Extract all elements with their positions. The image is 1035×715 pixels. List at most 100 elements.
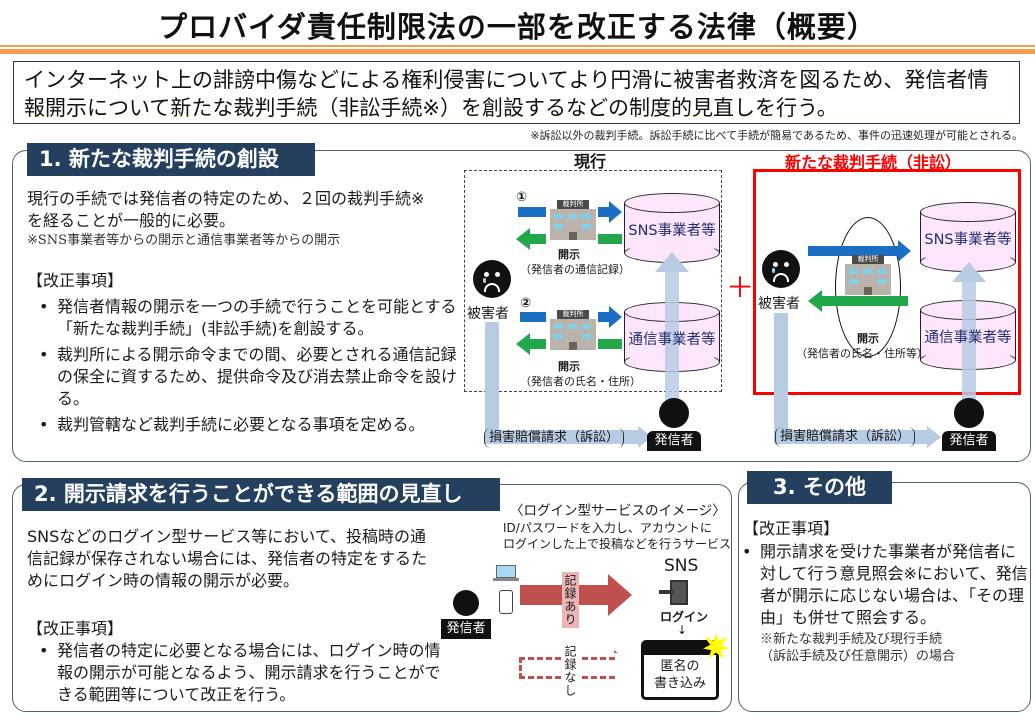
section-1-bullets: 発信者情報の開示を一つの手続で行うことを可能とする「新たな裁判手続」(非訟手続)… — [27, 296, 457, 436]
section-2-heading: 2. 開示請求を行うことができる範囲の見直し — [22, 478, 500, 511]
claim-flow-horizontal — [774, 430, 929, 444]
section-1-bullet: 発信者情報の開示を一つの手続で行うことを可能とする「新たな裁判手続」(非訟手続)… — [27, 296, 457, 340]
court-oval — [835, 217, 901, 357]
poster-label: 発信者 — [647, 431, 701, 451]
anonymous-post-line-1: 匿名の — [660, 659, 700, 674]
court-sign: 裁判所 — [852, 255, 884, 264]
cylinder-top — [624, 193, 720, 213]
disclosure-detail-new: （発信者の氏名・住所等） — [796, 347, 928, 360]
court-window — [877, 279, 886, 284]
disclosure-label-2: 開示 — [558, 360, 580, 373]
title-rule-thick — [0, 49, 1035, 54]
section-3-bullet: 開示請求を受けた事業者が発信者に対して行う意見照会※において、発信者が開示に応じ… — [730, 541, 1030, 629]
court-window — [554, 334, 563, 339]
victim-label: 被害者 — [467, 306, 509, 322]
request-arrow-2-head-bar — [598, 312, 610, 322]
sns-provider-label: SNS事業者等 — [924, 232, 1012, 248]
new-procedure-label: 新たな裁判手続（非訟） — [785, 153, 962, 172]
section-3-note-line-2: （訴訟手続及び任意開示）の場合 — [760, 649, 956, 664]
identification-flow-arrow — [952, 262, 986, 282]
section-2-lead: SNSなどのログイン型サービス等において、投稿時の通信記録が保存されない場合には… — [27, 527, 428, 590]
request-arrow-1-head-bar — [598, 207, 610, 217]
cylinder-top — [920, 202, 1016, 222]
court-door — [569, 232, 577, 240]
eye — [784, 262, 789, 267]
login-service-desc: ID/パスワードを入力し、アカウントに ログインした上で投稿などを行うサービス — [503, 520, 731, 552]
intro-line-2: 報開示について新たな裁判手続（非訟手続※）を創設するなどの制度的見直しを行う。 — [24, 96, 838, 120]
disclosure-arrow-2-head — [516, 333, 530, 355]
step-2-marker: ② — [520, 296, 532, 311]
anonymous-post-line-2: 書き込み — [653, 676, 706, 691]
section-1-lead-note: ※SNS事業者等からの開示と通信事業者等からの開示 — [27, 233, 341, 248]
disclosure-arrow-new-head — [808, 290, 822, 312]
laptop-base — [493, 578, 519, 581]
request-arrow-1 — [518, 207, 546, 217]
record-exists-label: 記録あり — [562, 572, 579, 628]
disclosure-detail-2: （発信者の氏名・住所） — [520, 375, 641, 388]
record-exists-arrow-head — [608, 574, 632, 616]
section-3-amend-label: 【改正事項】 — [743, 519, 840, 538]
current-procedure-frame — [464, 170, 722, 392]
disclosure-arrow-2 — [530, 339, 546, 349]
damages-claim-label: 損害賠償請求（訴訟） — [484, 428, 625, 448]
sns-provider-cylinder: SNS事業者等 — [624, 193, 720, 263]
claim-flow-arrow — [927, 426, 941, 448]
login-service-desc-line-1: ID/パスワードを入力し、アカウントに — [503, 521, 712, 535]
section-1-bullet: 裁判所による開示命令までの間、必要とされる通信記録の保全に資するため、提供命令及… — [27, 344, 457, 410]
identification-flow-bar — [665, 270, 679, 400]
section-2-amend-label: 【改正事項】 — [27, 619, 124, 638]
section-1-amend-label: 【改正事項】 — [27, 271, 124, 290]
section-3-heading: 3. その他 — [747, 471, 892, 504]
claim-flow-bar — [774, 313, 788, 440]
page-title: プロバイダ責任制限法の一部を改正する法律（概要） — [158, 10, 877, 44]
section-3-note-line-1: ※新たな裁判手続及び現行手続 — [760, 632, 943, 647]
section-2-bullet: 発信者の特定に必要となる場合には、ログイン時の情報の開示が可能となるよう、開示請… — [27, 640, 447, 706]
disclosure-arrow-1 — [530, 234, 546, 244]
damages-claim-label: 損害賠償請求（訴訟） — [775, 427, 916, 447]
claim-flow-bar — [485, 322, 499, 440]
identification-flow-bar — [962, 280, 976, 400]
courthouse-icon: 裁判所 — [550, 310, 596, 350]
sns-provider-label: SNS事業者等 — [628, 223, 716, 239]
person-head — [453, 590, 479, 616]
no-record-label: 記録なし — [562, 643, 579, 699]
court-window — [554, 324, 563, 329]
courthouse-icon: 裁判所 — [845, 255, 891, 295]
court-door — [864, 287, 872, 295]
poster-person-icon: 発信者 — [942, 398, 996, 451]
section-3-note: ※新たな裁判手続及び現行手続 （訴訟手続及び任意開示）の場合 — [760, 631, 1030, 665]
eye — [495, 272, 500, 277]
victim-sad-face-icon — [762, 250, 800, 288]
sns-label: SNS — [664, 556, 699, 576]
window-titlebar — [644, 643, 716, 655]
victim-sad-face-icon — [473, 260, 511, 298]
isp-label: 通信事業者等 — [924, 330, 1012, 346]
step-1-marker: ① — [516, 190, 528, 205]
section-2-bullets: 発信者の特定に必要となる場合には、ログイン時の情報の開示が可能となるよう、開示請… — [27, 640, 447, 706]
frown — [484, 283, 500, 292]
title-rule-thin — [0, 45, 1035, 47]
court-window — [554, 224, 563, 229]
disclosure-detail-1: （発信者の通信記録） — [520, 263, 630, 276]
section-3-bullets: 開示請求を受けた事業者が発信者に対して行う意見照会※において、発信者が開示に応じ… — [730, 541, 1030, 629]
claim-flow-horizontal — [485, 430, 640, 444]
tear — [483, 278, 486, 283]
court-window — [849, 269, 858, 274]
court-window — [877, 269, 886, 274]
plus-sign: ＋ — [726, 271, 755, 304]
request-arrow-new-head — [898, 240, 911, 262]
court-window — [863, 269, 872, 274]
court-window — [554, 214, 563, 219]
request-arrow-2 — [520, 312, 546, 322]
current-procedure-label: 現行 — [573, 152, 606, 171]
isp-label: 通信事業者等 — [628, 332, 716, 348]
disclosure-arrow-new — [822, 296, 908, 306]
court-window — [568, 324, 577, 329]
poster-label: 発信者 — [441, 619, 491, 639]
sns-provider-cylinder: SNS事業者等 — [920, 202, 1016, 272]
poster-person-icon: 発信者 — [441, 590, 491, 639]
anonymous-post-label: 匿名の 書き込み — [644, 655, 716, 692]
court-window — [582, 224, 591, 229]
court-window — [582, 214, 591, 219]
section-1-heading: 1. 新たな裁判手続の創設 — [27, 143, 315, 176]
